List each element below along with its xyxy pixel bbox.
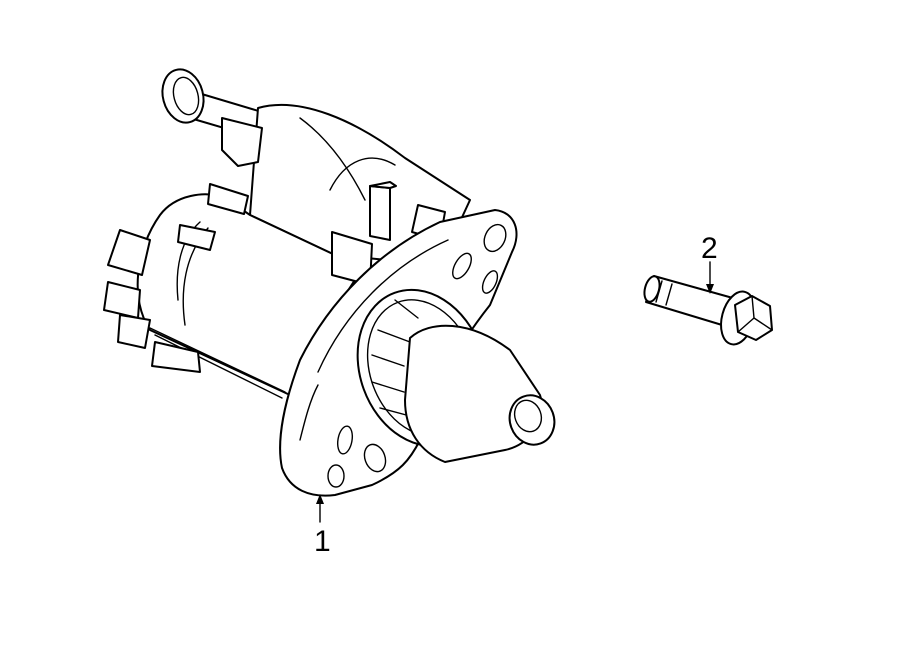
callout-label-1: 1 — [314, 525, 331, 558]
mounting-bolt — [643, 275, 773, 346]
leader-arrow-2 — [706, 261, 714, 294]
callout-label-2: 2 — [701, 232, 718, 265]
starter-motor — [103, 68, 556, 497]
leader-arrow-1 — [316, 494, 324, 523]
